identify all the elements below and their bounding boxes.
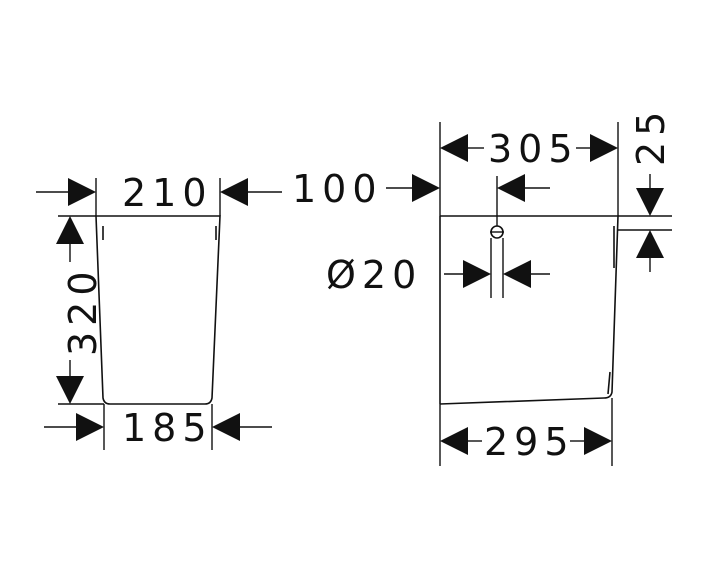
dim-210-label: 210	[122, 171, 213, 215]
dim-295-label: 295	[484, 420, 575, 464]
arrowhead	[212, 413, 240, 441]
dim-185-label: 185	[122, 406, 213, 450]
arrowhead	[412, 174, 440, 202]
arrowhead	[220, 178, 248, 206]
arrowhead	[56, 216, 84, 244]
arrowhead	[440, 134, 468, 162]
arrowhead	[636, 230, 664, 258]
front-view-outline	[95, 215, 221, 405]
arrowhead	[440, 427, 468, 455]
arrowhead	[76, 413, 104, 441]
dim-diameter-label: Ø20	[326, 253, 422, 297]
front-view: 210 320 185	[36, 171, 282, 450]
arrowhead	[463, 260, 491, 288]
arrowhead	[56, 376, 84, 404]
arrowhead	[68, 178, 96, 206]
dim-25-label: 25	[629, 106, 673, 166]
dim-100-label: 100	[292, 167, 383, 211]
arrowhead	[584, 427, 612, 455]
arrowhead	[636, 188, 664, 216]
side-view: 305 100 Ø20 295 25	[292, 106, 673, 466]
arrowhead	[497, 174, 525, 202]
side-view-outline	[439, 215, 619, 405]
side-view-inner-mark	[607, 371, 611, 395]
arrowhead	[590, 134, 618, 162]
dim-305-label: 305	[488, 127, 579, 171]
arrowhead	[503, 260, 531, 288]
dim-320-label: 320	[61, 265, 105, 356]
